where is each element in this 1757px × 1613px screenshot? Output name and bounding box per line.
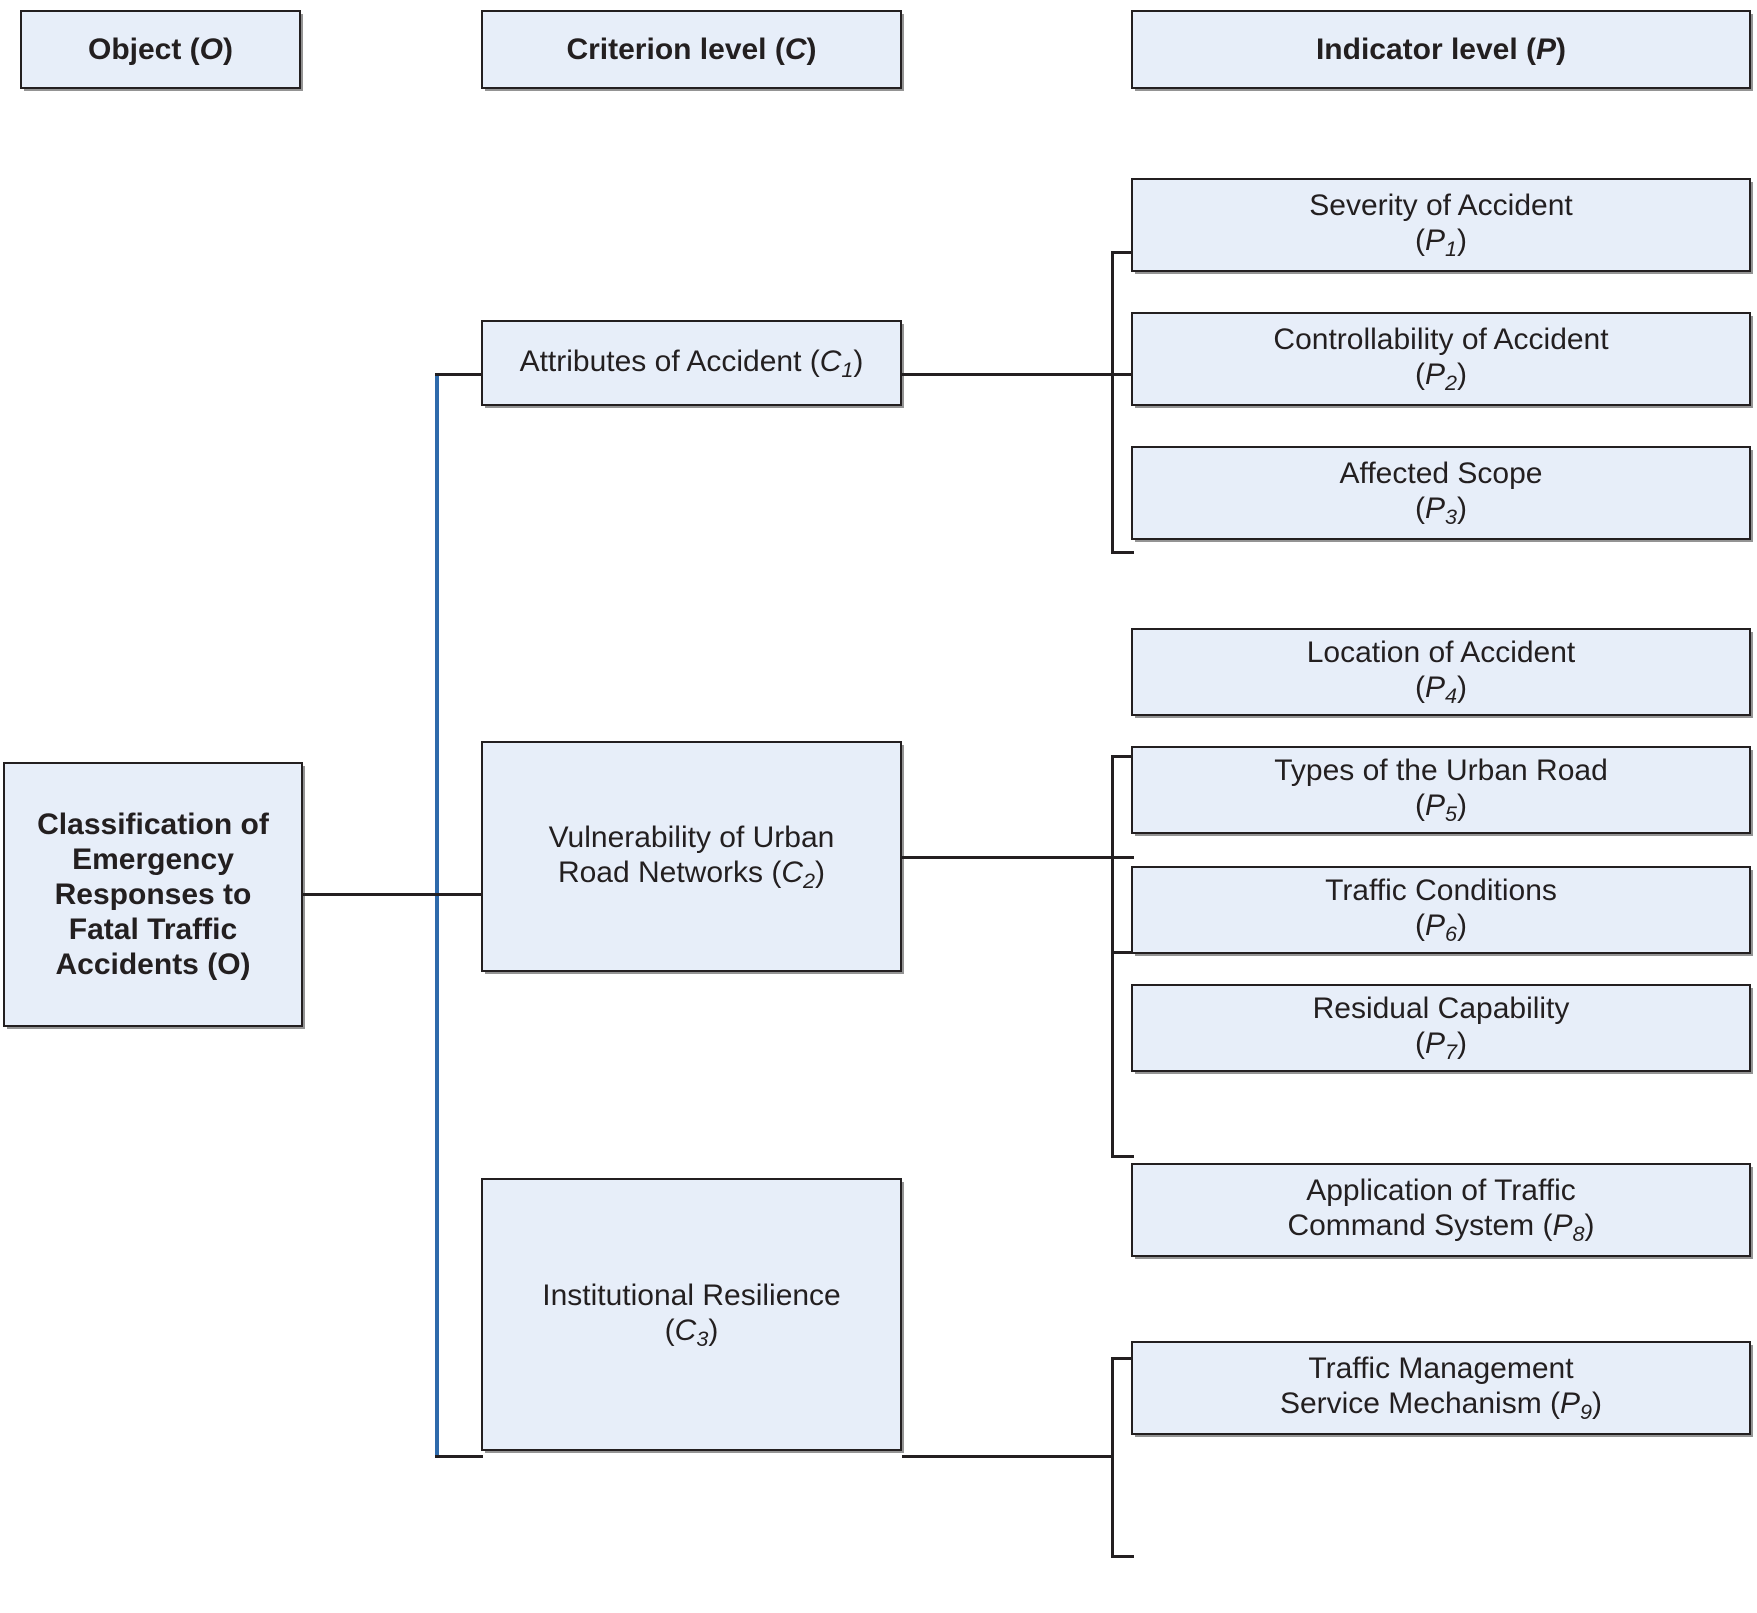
header-indicator: Indicator level (P)	[1131, 10, 1751, 89]
indicator-p8-symbol: P	[1552, 1209, 1573, 1243]
connector-trunk-to-c2	[435, 893, 483, 896]
header-object-label: Object	[87, 32, 182, 66]
connector-c2-bracket-vertical	[1111, 755, 1114, 1157]
indicator-p5-index: 5	[1445, 801, 1458, 827]
indicator-p7-text: Residual Capability	[1312, 992, 1570, 1026]
connector-c2-to-p4	[1111, 755, 1134, 758]
indicator-p4-text: Location of Accident	[1306, 636, 1576, 670]
indicator-p4-symbol: P	[1424, 671, 1445, 705]
connector-c1-bracket-vertical	[1111, 251, 1114, 554]
indicator-p3-index: 3	[1445, 504, 1458, 530]
connector-c3-bracket-vertical	[1111, 1357, 1114, 1558]
indicator-p5-text: Types of the Urban Road	[1274, 754, 1608, 788]
connector-trunk-to-c1	[435, 373, 483, 376]
criterion-c1-text: Attributes of Accident	[519, 344, 802, 378]
criterion-c1-index: 1	[841, 356, 854, 382]
object-line-4: Fatal Traffic	[68, 913, 238, 947]
criterion-c3-symbol: C	[674, 1313, 697, 1347]
object-line-3: Responses to	[54, 877, 252, 911]
criterion-c2-index: 2	[803, 867, 816, 893]
connector-trunk-vertical	[435, 373, 439, 1458]
connector-c3-to-p8	[1111, 1357, 1134, 1360]
criterion-c3-index: 3	[696, 1325, 709, 1351]
connector-c2-to-p7	[1111, 1155, 1134, 1158]
criterion-c3[interactable]: Institutional Resilience (C3)	[481, 1178, 902, 1451]
indicator-p6[interactable]: Traffic Conditions (P6)	[1131, 866, 1751, 954]
object-line-1: Classification of	[37, 807, 269, 841]
connector-c2-to-p6	[1111, 951, 1134, 954]
indicator-p7[interactable]: Residual Capability (P7)	[1131, 984, 1751, 1072]
header-criterion-symbol: C	[784, 32, 807, 66]
indicator-p2-text: Controllability of Accident	[1273, 323, 1609, 357]
header-object: Object (O)	[20, 10, 301, 89]
indicator-p5[interactable]: Types of the Urban Road (P5)	[1131, 746, 1751, 834]
connector-c1-to-p2	[1111, 373, 1134, 376]
connector-c3-stub	[902, 1455, 1114, 1458]
connector-c3-to-p9	[1111, 1555, 1134, 1558]
connector-c1-to-p1	[1111, 251, 1134, 254]
connector-c2-to-p5	[1111, 856, 1134, 859]
indicator-p2[interactable]: Controllability of Accident (P2)	[1131, 312, 1751, 406]
connector-trunk-to-c3	[435, 1455, 483, 1458]
criterion-c1-symbol: C	[819, 344, 842, 378]
indicator-p7-index: 7	[1445, 1039, 1458, 1065]
indicator-p6-text: Traffic Conditions	[1325, 874, 1557, 908]
header-indicator-symbol: P	[1536, 32, 1557, 66]
indicator-p9-symbol: P	[1560, 1387, 1581, 1421]
indicator-p2-symbol: P	[1424, 358, 1445, 392]
connector-c1-stub	[902, 373, 1114, 376]
criterion-c3-text: Institutional Resilience	[542, 1278, 841, 1312]
connector-c2-stub	[902, 856, 1114, 859]
header-criterion-label: Criterion level	[566, 32, 767, 66]
connector-object-to-trunk	[303, 893, 439, 896]
indicator-p7-symbol: P	[1424, 1027, 1445, 1061]
object-line-5: Accidents (O)	[55, 948, 251, 982]
indicator-p2-index: 2	[1444, 370, 1457, 396]
indicator-p6-index: 6	[1445, 921, 1458, 947]
indicator-p4[interactable]: Location of Accident (P4)	[1131, 628, 1751, 716]
indicator-p8-index: 8	[1572, 1221, 1585, 1247]
indicator-p4-index: 4	[1445, 683, 1458, 709]
indicator-p1-symbol: P	[1424, 224, 1445, 258]
indicator-p1-text: Severity of Accident	[1309, 189, 1573, 223]
criterion-c1[interactable]: Attributes of Accident (C1)	[481, 320, 902, 406]
indicator-p9-index: 9	[1580, 1399, 1593, 1425]
header-object-symbol: O	[199, 32, 224, 66]
connector-c1-to-p3	[1111, 551, 1134, 554]
indicator-p1[interactable]: Severity of Accident (P1)	[1131, 178, 1751, 272]
header-indicator-label: Indicator level	[1315, 32, 1518, 66]
indicator-p3-text: Affected Scope	[1339, 457, 1543, 491]
criterion-c2-symbol: C	[781, 855, 804, 889]
object-line-2: Emergency	[72, 842, 234, 876]
indicator-p3[interactable]: Affected Scope (P3)	[1131, 446, 1751, 540]
indicator-p6-symbol: P	[1424, 909, 1445, 943]
indicator-p1-index: 1	[1445, 236, 1458, 262]
indicator-p5-symbol: P	[1424, 789, 1445, 823]
object-node[interactable]: Classification of Emergency Responses to…	[3, 762, 303, 1027]
indicator-p3-symbol: P	[1424, 492, 1445, 526]
header-criterion: Criterion level (C)	[481, 10, 902, 89]
